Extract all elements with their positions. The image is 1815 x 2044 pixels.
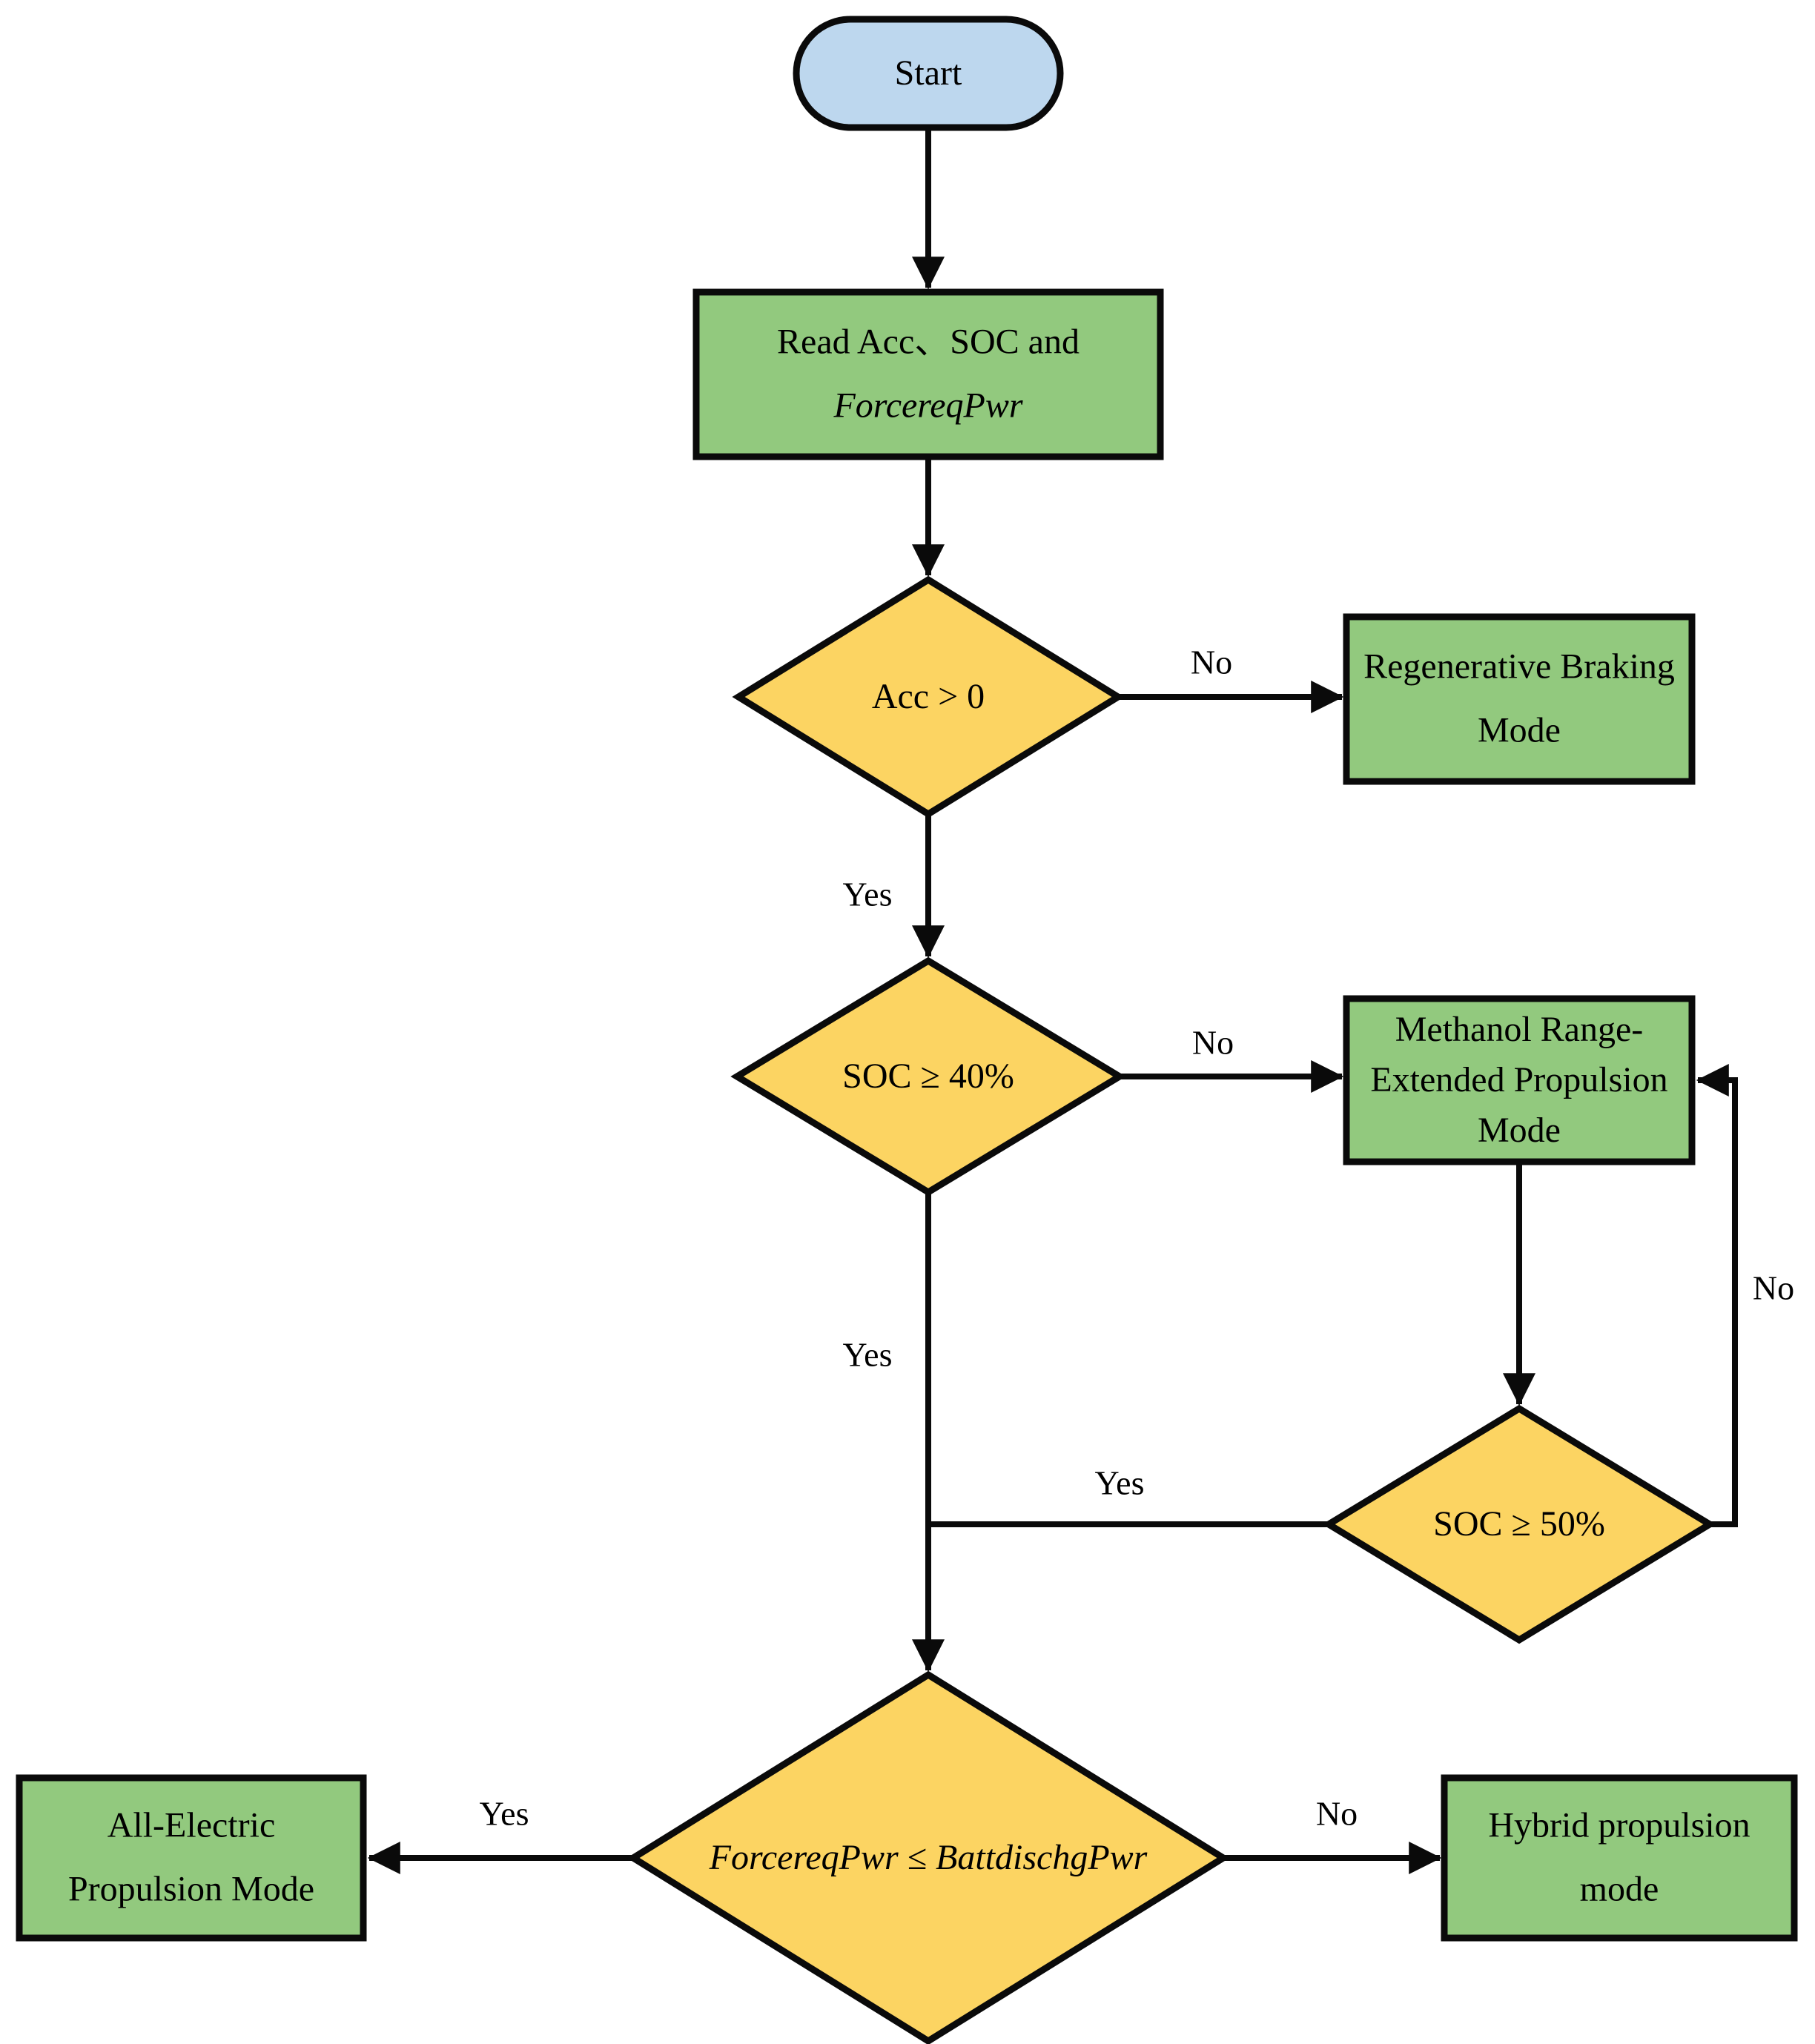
edge-soc50-no-loop-to-methanol	[1696, 1064, 1738, 1527]
soc50-decision-shape	[1322, 1404, 1716, 1644]
acc-decision-shape	[732, 575, 1125, 818]
regenerative-braking-label: Regenerative Braking Mode	[1363, 646, 1675, 750]
edge-label-soc40-no: No	[1191, 1023, 1234, 1062]
edge-label-acc-yes: Yes	[842, 875, 893, 913]
all-electric-node-shape	[16, 1774, 367, 1942]
edge-label-soc50-no: No	[1752, 1269, 1795, 1307]
edge-label-power-no: No	[1315, 1794, 1358, 1833]
edge-label-soc40-yes: Yes	[842, 1335, 893, 1374]
hybrid-label: Hybrid propulsion mode	[1488, 1805, 1750, 1909]
power-decision-shape	[627, 1670, 1230, 2044]
hybrid-node-shape	[1441, 1774, 1798, 1942]
read-inputs-node-shape	[692, 288, 1164, 460]
soc50-decision-label: SOC ≥ 50%	[1433, 1504, 1605, 1544]
methanol-range-extended-node-shape	[1343, 995, 1696, 1165]
edge-label-soc50-yes: Yes	[1094, 1463, 1145, 1502]
power-decision-label: ForcereqPwr ≤ BattdischgPwr	[709, 1837, 1148, 1877]
read-inputs-line1: Read Acc、SOC and	[777, 322, 1080, 362]
regenerative-braking-node-shape	[1343, 613, 1696, 785]
methanol-range-extended-label: Methanol Range-Extended Propulsion Mode	[1370, 1009, 1668, 1151]
start-node-shape	[793, 16, 1064, 131]
read-inputs-line2: ForcereqPwr	[833, 386, 1023, 426]
all-electric-label: All-Electric Propulsion Mode	[67, 1805, 314, 1909]
start-label: Start	[894, 53, 962, 93]
edge-label-power-yes: Yes	[479, 1794, 529, 1833]
soc40-decision-shape	[730, 956, 1126, 1197]
edge-label-acc-no: No	[1190, 643, 1233, 681]
acc-decision-label: Acc > 0	[871, 676, 985, 716]
read-inputs-label: Read Acc、SOC and ForcereqPwr	[706, 311, 1151, 439]
soc40-decision-label: SOC ≥ 40%	[842, 1056, 1014, 1096]
